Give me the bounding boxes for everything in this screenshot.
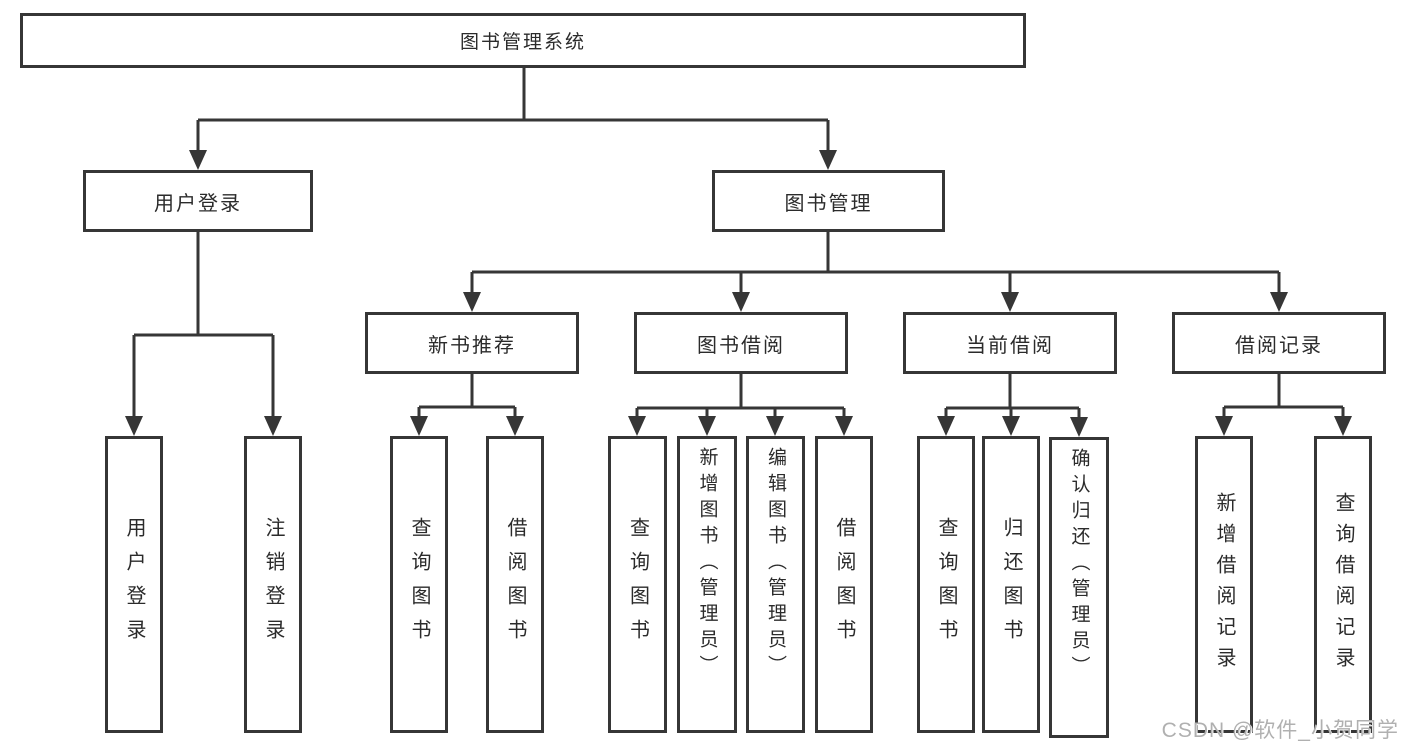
node-book-management: 图书管理 bbox=[712, 170, 945, 232]
leaf-query-books: 查询图书 bbox=[390, 436, 448, 733]
leaf-query-borrow-record: 查询借阅记录 bbox=[1314, 436, 1372, 733]
connector-current-borrow-branch bbox=[944, 374, 1081, 423]
leaf-edit-book-admin: 编辑图书（管理员） bbox=[746, 436, 805, 733]
node-borrowing-records: 借阅记录 bbox=[1172, 312, 1386, 374]
connector-root-to-level1 bbox=[196, 68, 830, 156]
connector-book-borrow-branch bbox=[635, 374, 846, 422]
leaf-return-books: 归还图书 bbox=[982, 436, 1040, 733]
node-user-login: 用户登录 bbox=[83, 170, 313, 232]
leaf-confirm-return-admin: 确认归还（管理员） bbox=[1049, 437, 1109, 738]
leaf-logout: 注销登录 bbox=[244, 436, 302, 733]
leaf-add-borrow-record: 新增借阅记录 bbox=[1195, 436, 1253, 733]
leaf-user-login: 用户登录 bbox=[105, 436, 163, 733]
csdn-watermark: CSDN @软件_小贺同学 bbox=[1161, 719, 1399, 742]
leaf-query-books: 查询图书 bbox=[608, 436, 667, 733]
connector-borrow-record-branch bbox=[1222, 374, 1345, 422]
leaf-borrow-books: 借阅图书 bbox=[486, 436, 544, 733]
node-root-library-system: 图书管理系统 bbox=[20, 13, 1026, 68]
connector-book-mgmt-branch bbox=[470, 232, 1281, 298]
leaf-query-books: 查询图书 bbox=[917, 436, 975, 733]
node-current-borrowing: 当前借阅 bbox=[903, 312, 1117, 374]
connector-new-book-branch bbox=[417, 374, 517, 422]
node-book-borrowing: 图书借阅 bbox=[634, 312, 848, 374]
connector-user-login-branch bbox=[132, 232, 275, 422]
leaf-borrow-books: 借阅图书 bbox=[815, 436, 873, 733]
leaf-add-book-admin: 新增图书（管理员） bbox=[677, 436, 737, 733]
node-new-book-recommendation: 新书推荐 bbox=[365, 312, 579, 374]
